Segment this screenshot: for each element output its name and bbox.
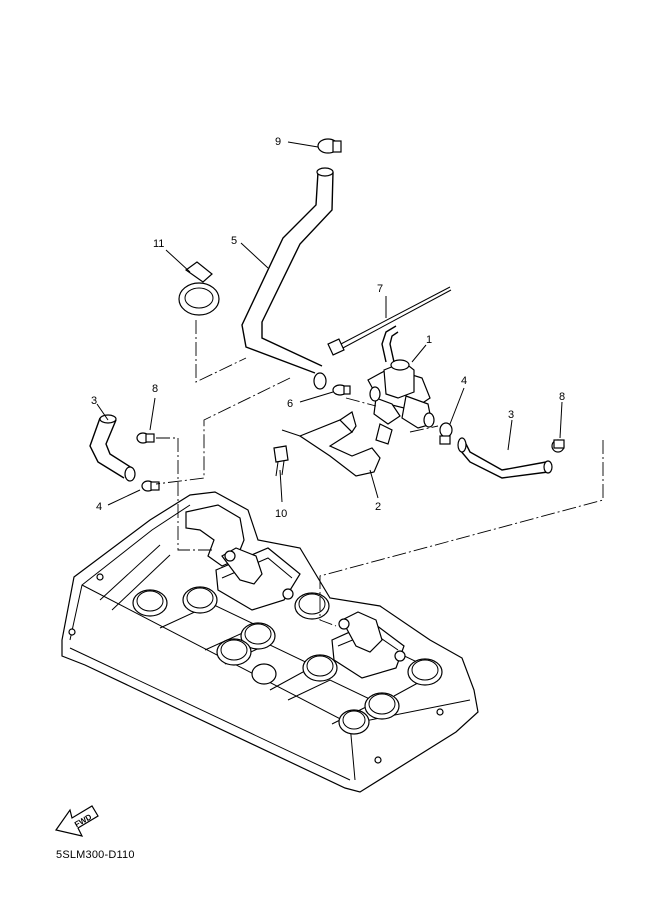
- part-3-hose-left: [89, 403, 136, 482]
- callout-7: 7: [377, 283, 383, 295]
- part-3-hose-right: [457, 419, 553, 479]
- part-1-air-induction-valve: [367, 325, 435, 445]
- fwd-arrow-icon: FWD: [54, 805, 99, 837]
- callout-1: 1: [426, 334, 432, 346]
- part-8-clamp-left: [136, 397, 156, 444]
- callout-8-right: 8: [559, 391, 565, 403]
- callout-11: 11: [153, 238, 164, 250]
- part-7-cable-tie: [327, 286, 452, 356]
- part-8-clamp-right: [551, 401, 565, 453]
- callout-10: 10: [275, 508, 287, 520]
- part-4-clamp-left: [107, 480, 160, 506]
- callout-8-left: 8: [152, 383, 158, 395]
- assembly-lines: [155, 320, 604, 627]
- part-2-bracket: [281, 411, 381, 499]
- callout-4-left: 4: [96, 501, 102, 513]
- callout-3-right: 3: [508, 409, 514, 421]
- cylinder-head-cover: [61, 491, 479, 793]
- part-10-bolt: [273, 445, 289, 503]
- callout-3-left: 3: [91, 395, 97, 407]
- part-4-clamp-right: [439, 387, 465, 445]
- callout-9: 9: [275, 136, 281, 148]
- callout-4-right: 4: [461, 375, 467, 387]
- callout-5: 5: [231, 235, 237, 247]
- part-6-hose-clamp: [299, 384, 351, 403]
- part-9-hose-clamp: [287, 138, 342, 154]
- part-5-air-hose: [240, 167, 334, 390]
- callout-6: 6: [287, 398, 293, 410]
- drawing-code: 5SLM300-D110: [56, 849, 135, 861]
- callout-2: 2: [375, 501, 381, 513]
- callout-labels: 1 2 3 3 4 4 5 6 7 8 8 9 10 11: [91, 136, 565, 520]
- part-11-hose-clamp: [165, 249, 220, 316]
